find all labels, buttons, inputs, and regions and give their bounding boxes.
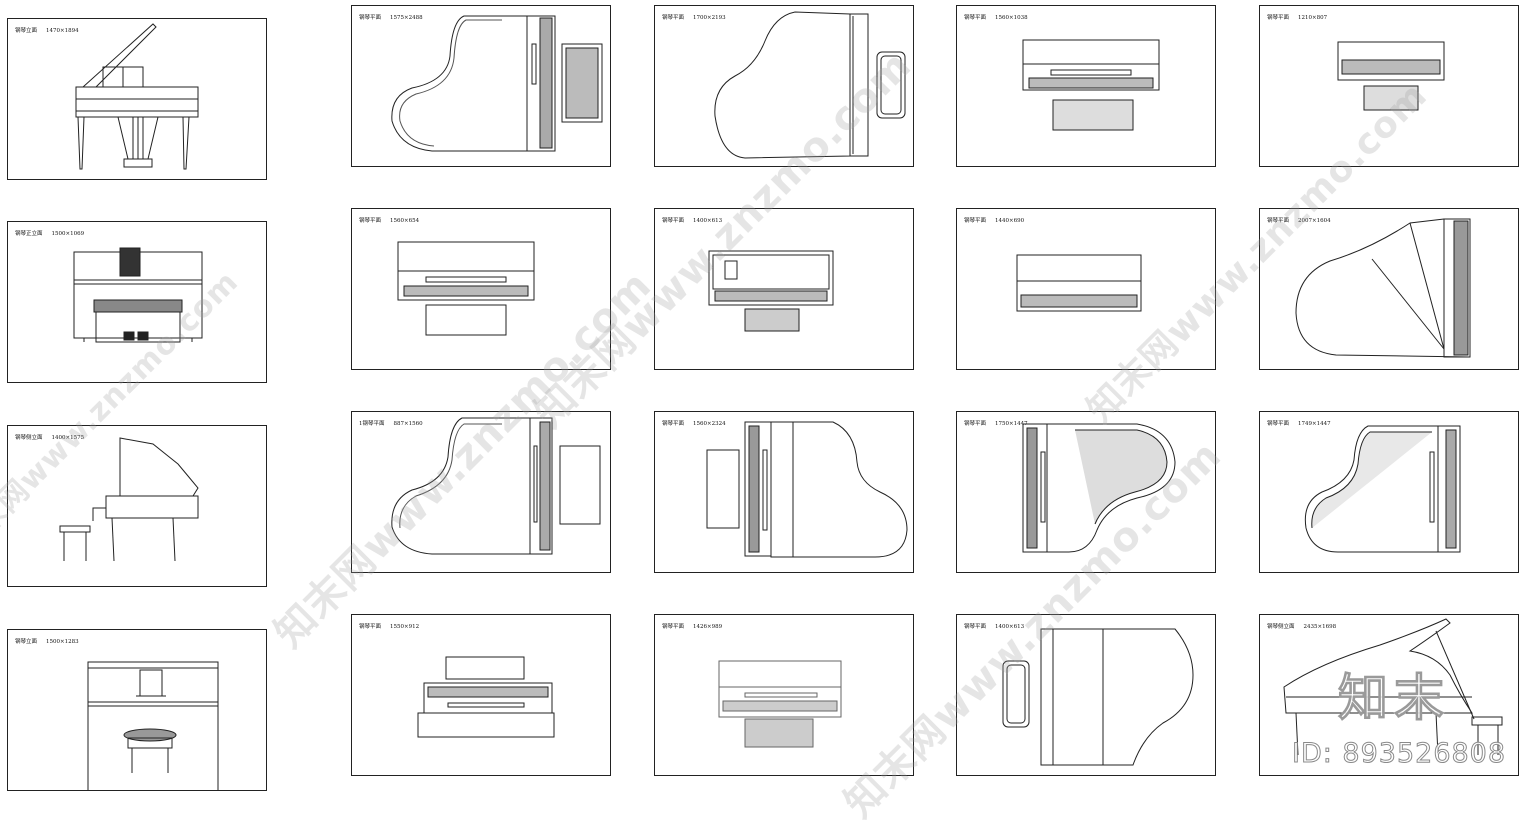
upright-piano-plan-drawing <box>1022 39 1160 131</box>
grand-piano-plan-drawing <box>1304 425 1461 553</box>
upright-piano-plan-drawing <box>718 660 842 748</box>
grand-piano-plan-drawing <box>391 417 601 555</box>
upright-piano-plan-drawing <box>397 241 535 336</box>
grand-piano-plan-drawing <box>391 15 603 152</box>
grand-piano-plan-drawing <box>706 421 908 558</box>
upright-piano-plan-drawing <box>417 656 555 738</box>
upright-piano-elevation-drawing <box>87 661 219 790</box>
grand-piano-elevation-drawing <box>75 23 199 170</box>
upright-piano-plan-drawing <box>1337 41 1445 111</box>
brand-logo-text: 知末 <box>1338 669 1450 728</box>
grand-piano-side-drawing <box>1283 618 1503 756</box>
grand-piano-side-drawing <box>59 437 199 562</box>
upright-piano-front-drawing <box>73 247 203 343</box>
image-id-label: ID: 893526808 <box>1291 738 1507 770</box>
grand-piano-plan-drawing <box>714 11 906 159</box>
upright-piano-plan-drawing <box>708 250 834 332</box>
grand-piano-plan-drawing <box>1002 628 1194 766</box>
grand-piano-plan-drawing <box>1295 218 1471 358</box>
upright-piano-plan-drawing <box>1016 254 1142 312</box>
grand-piano-plan-drawing <box>1022 423 1176 553</box>
